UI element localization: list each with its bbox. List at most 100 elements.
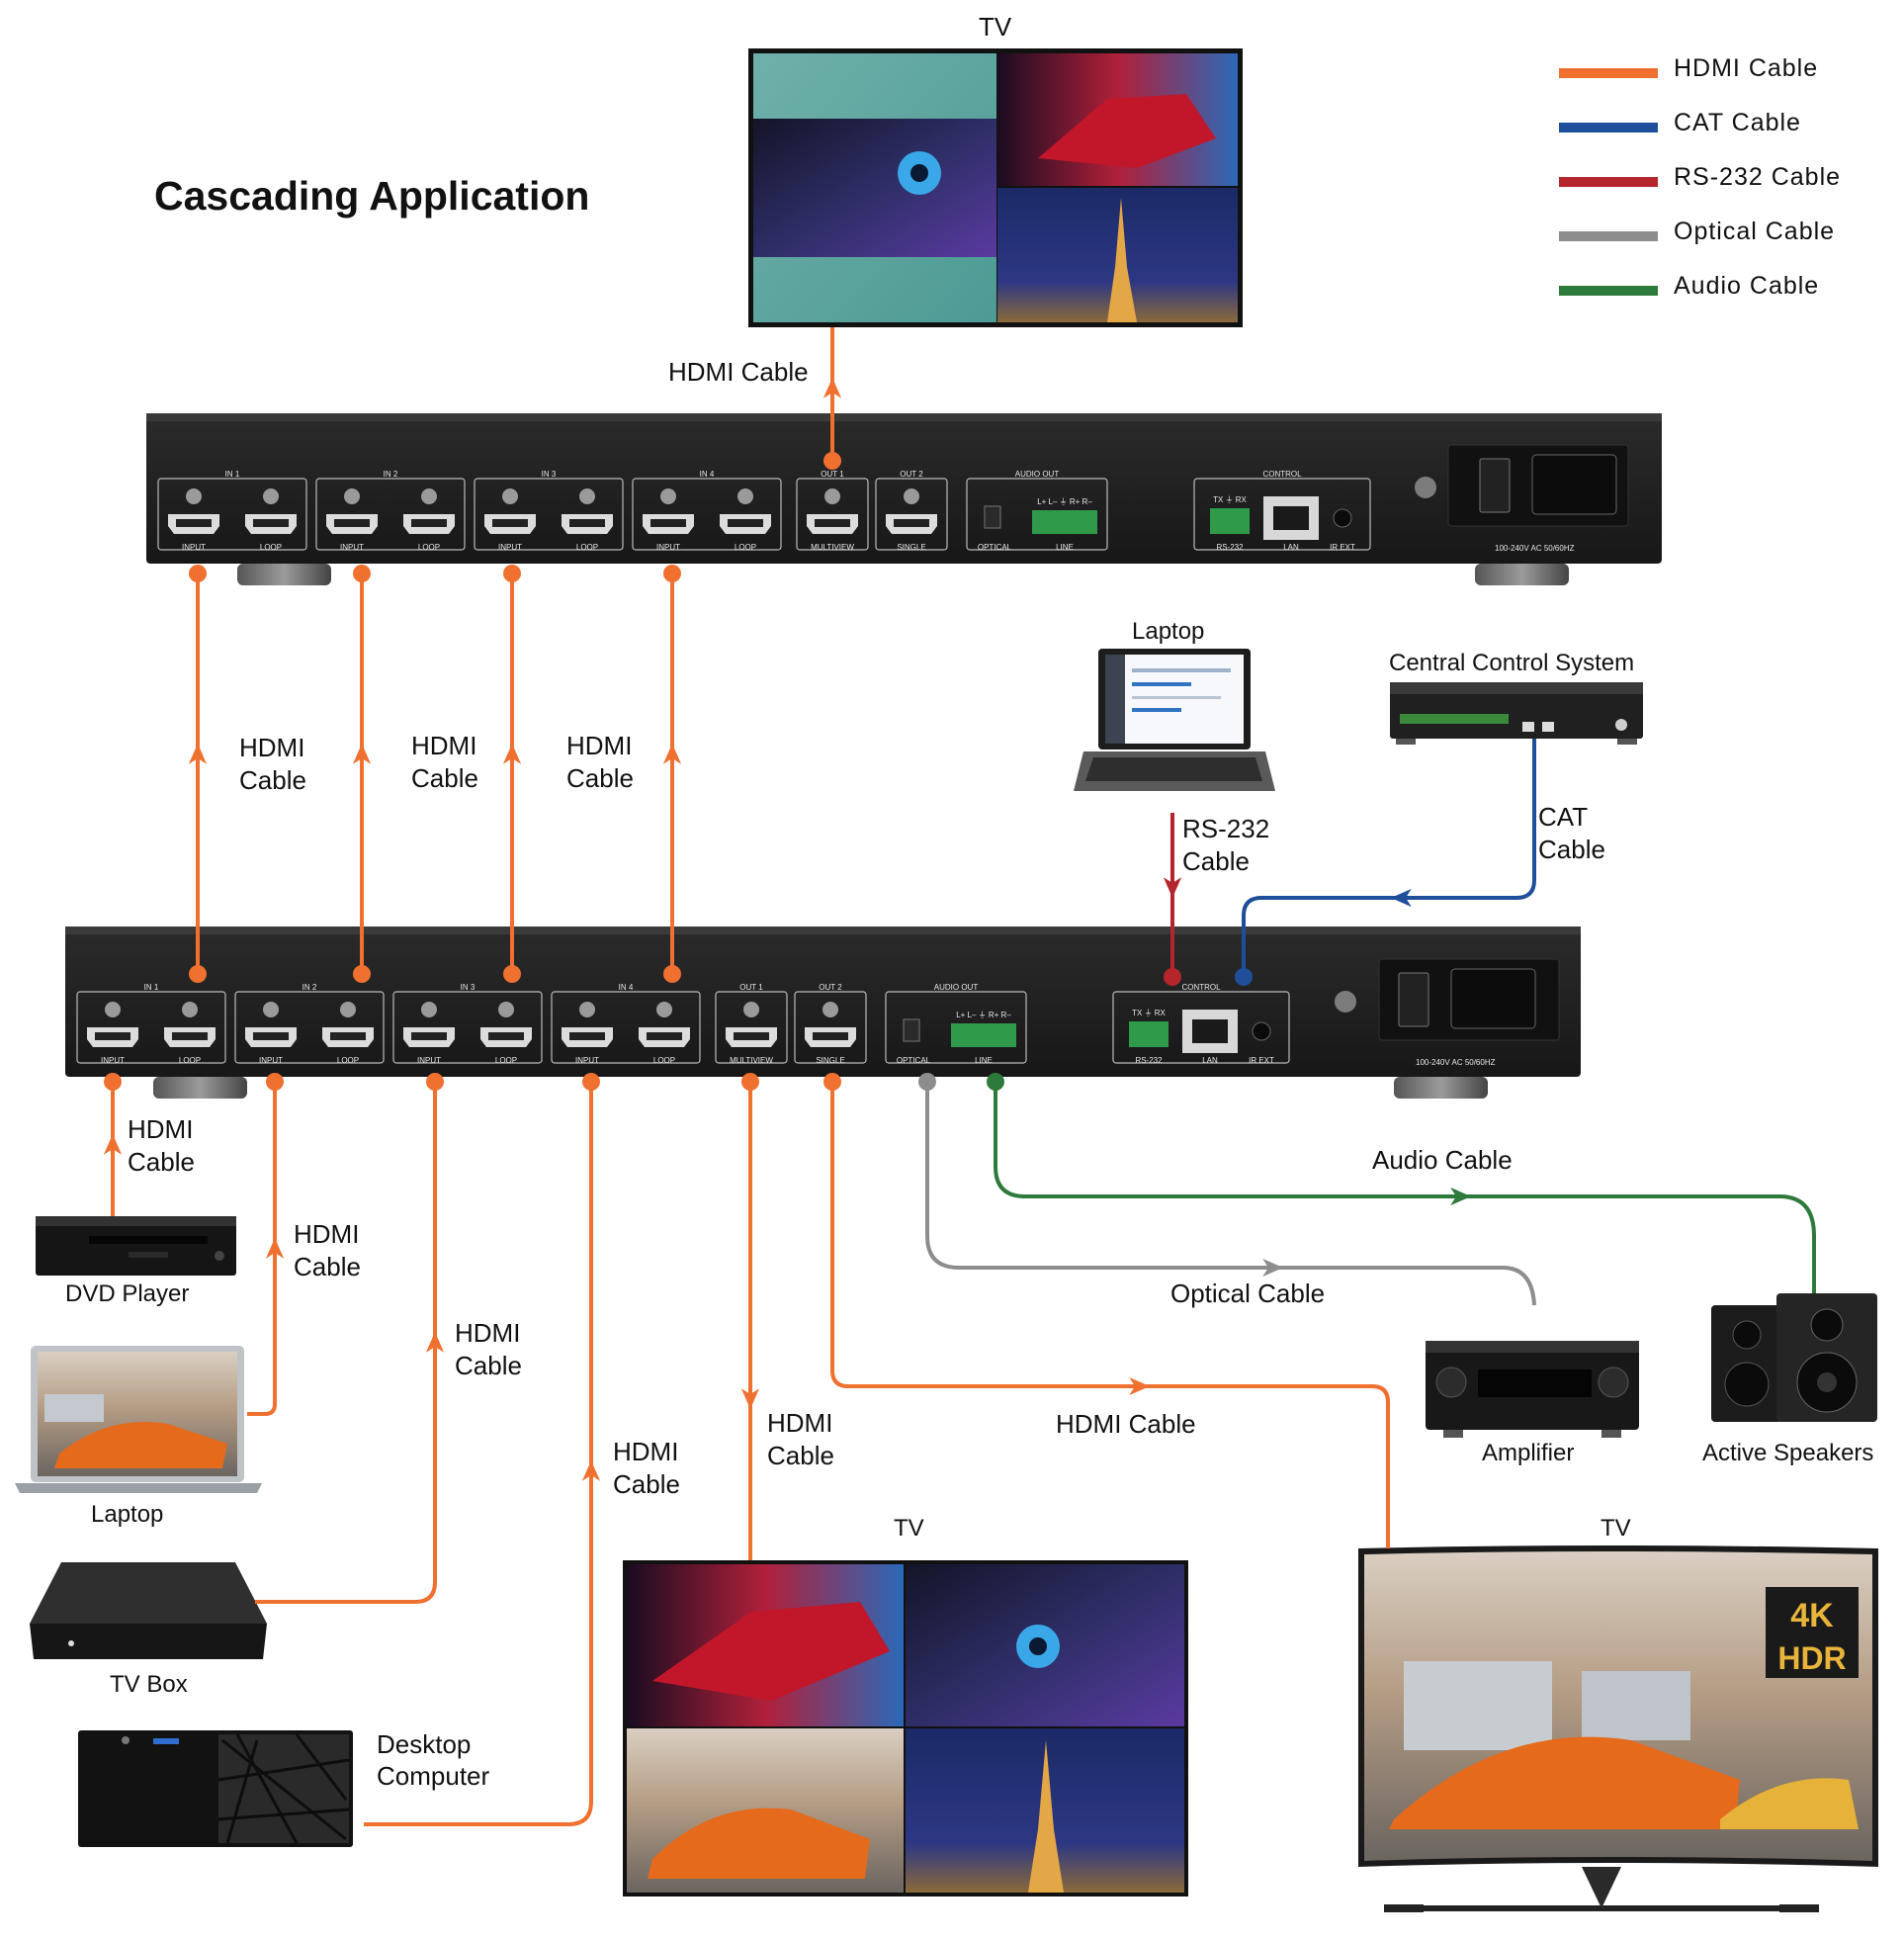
cable-label-line-1: HDMI	[411, 731, 477, 760]
hdmi-port-slot	[647, 1032, 682, 1040]
arrow-right-icon	[1129, 1376, 1150, 1396]
screw-icon	[502, 488, 518, 504]
audio-out-label: AUDIO OUT	[1015, 470, 1060, 479]
cables	[103, 327, 1816, 1826]
lan-port-slot	[1192, 1019, 1228, 1043]
cable-label-line-2: Cable	[1182, 846, 1250, 876]
cable-end-dot	[823, 1073, 841, 1091]
cable-label-line-1: HDMI	[455, 1318, 521, 1348]
diagram-title: Cascading Application	[154, 173, 590, 219]
cable-end-dot	[1235, 968, 1253, 986]
laptop-control	[1074, 649, 1275, 791]
output-frame	[875, 478, 948, 551]
cable-label-line-2: Cable	[767, 1441, 834, 1470]
screw-icon	[340, 1002, 356, 1017]
screw-icon	[822, 1002, 838, 1017]
port-label-loop: LOOP	[735, 543, 756, 552]
port-group-label: IN 4	[700, 470, 715, 479]
rs232-port-label: RS-232	[1216, 543, 1244, 552]
screw-icon	[186, 488, 202, 504]
amplifier-label: Amplifier	[1482, 1440, 1575, 1466]
hdmi-cable-single	[830, 1082, 1390, 1548]
cable-end-dot	[104, 1073, 122, 1091]
line-port-label: LINE	[975, 1056, 993, 1065]
hdmi-port-slot	[894, 519, 929, 527]
audio-out-label: AUDIO OUT	[934, 983, 979, 992]
port-label-loop: LOOP	[337, 1056, 359, 1065]
rs232-terminal-icon	[1210, 508, 1250, 534]
output-frame	[796, 478, 869, 551]
cable-label-line-2: Cable	[294, 1252, 361, 1281]
port-label-input: INPUT	[340, 543, 364, 552]
lan-port-label: LAN	[1202, 1056, 1218, 1065]
port-label-loop: LOOP	[260, 543, 282, 552]
screw-icon	[656, 1002, 672, 1017]
desktop-computer	[78, 1730, 353, 1847]
cable-label-hdmi-tvbox: HDMI Cable	[455, 1317, 522, 1382]
optical-port-label: OPTICAL	[978, 543, 1012, 552]
cable-end-dot	[353, 565, 371, 582]
cable-label-hdmi-in2: HDMI Cable	[411, 730, 478, 795]
cable-label-line-2: Cable	[411, 763, 478, 793]
cable-end-dot	[353, 965, 371, 983]
hdmi-port-slot	[334, 519, 370, 527]
cable-end-dot	[503, 565, 521, 582]
cable-end-dot	[918, 1073, 936, 1091]
legend-label: Optical Cable	[1674, 218, 1836, 245]
cable-label-line-2: Cable	[239, 765, 306, 795]
line-pin-labels: L+ L– ⏚ R+ R–	[1037, 497, 1092, 506]
output-sub-label: SINGLE	[816, 1056, 844, 1065]
badge-4k: 4K	[1790, 1597, 1834, 1634]
cable-label-line-1: HDMI	[566, 731, 633, 760]
legend-swatch-rs232	[1559, 177, 1658, 187]
port-group-label: IN 3	[542, 470, 557, 479]
cable-label-line-2: Cable	[613, 1469, 680, 1499]
optical-port-label: OPTICAL	[897, 1056, 931, 1065]
port-group-frame	[157, 478, 307, 551]
rs232-terminal-icon	[1129, 1021, 1168, 1047]
port-label-loop: LOOP	[418, 543, 440, 552]
optical-port-icon	[903, 1018, 920, 1042]
tv-right-label: TV	[1601, 1515, 1631, 1542]
arrow-down-icon	[1163, 877, 1182, 898]
port-group-frame	[76, 991, 226, 1064]
screw-icon	[182, 1002, 198, 1017]
cable-end-dot	[582, 1073, 600, 1091]
power-label-top: 100-240V AC 50/60HZ	[1495, 544, 1575, 553]
cable-label-line-2: Cable	[455, 1351, 522, 1380]
arrow-left-icon	[1391, 888, 1412, 908]
line-terminal-icon	[951, 1023, 1016, 1047]
arrow-right-icon	[1262, 1258, 1283, 1278]
output-label: OUT 1	[821, 470, 844, 479]
screw-icon	[263, 1002, 279, 1017]
line-pin-labels: L+ L– ⏚ R+ R–	[956, 1011, 1011, 1019]
output-sub-label: SINGLE	[897, 543, 925, 552]
audio-cable	[994, 1082, 1816, 1293]
port-label-input: INPUT	[656, 543, 680, 552]
hdmi-cable-laptop	[247, 1082, 277, 1416]
cable-end-dot	[426, 1073, 444, 1091]
screw-icon	[660, 488, 676, 504]
cable-label-optical: Optical Cable	[1170, 1279, 1326, 1308]
screw-icon	[421, 488, 437, 504]
port-group-frame	[315, 478, 466, 551]
legend-swatch-cat	[1559, 123, 1658, 132]
badge-hdr: HDR	[1777, 1640, 1846, 1676]
cable-label-audio: Audio Cable	[1372, 1145, 1513, 1175]
arrow-up-icon	[103, 1134, 123, 1155]
hdmi-port-slot	[176, 519, 212, 527]
port-group-frame	[234, 991, 385, 1064]
control-label: CONTROL	[1262, 470, 1302, 479]
cable-end-dot	[987, 1073, 1004, 1091]
output-label: OUT 2	[819, 983, 842, 992]
line-terminal-icon	[1032, 510, 1097, 534]
tv-top-label: TV	[979, 12, 1012, 42]
port-group-frame	[551, 991, 701, 1064]
tv-box	[30, 1562, 267, 1659]
lan-port-label: LAN	[1283, 543, 1299, 552]
